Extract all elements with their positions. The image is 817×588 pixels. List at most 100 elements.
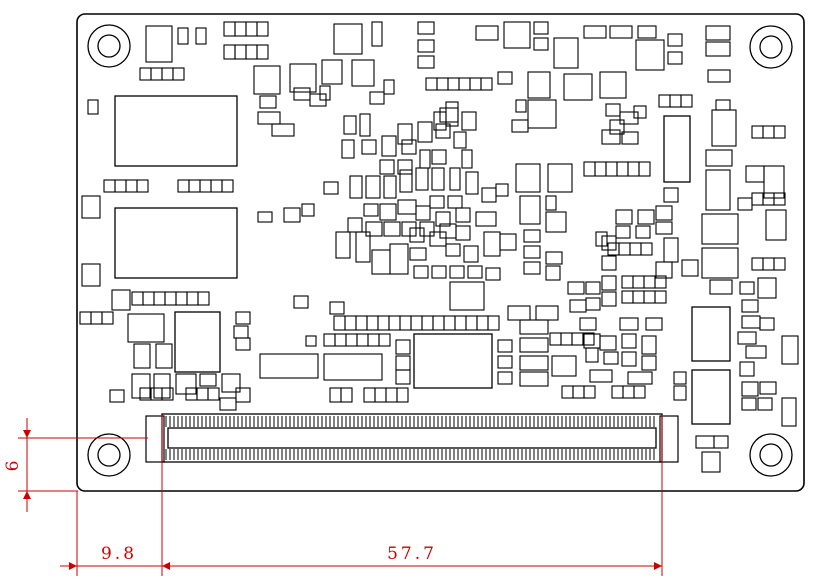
smd-component: [343, 115, 357, 135]
smd-component: [563, 73, 593, 101]
dimension-vertical-label: 6: [3, 461, 23, 472]
resistor-array-cell: [595, 231, 608, 247]
resistor-array-cell: [223, 44, 236, 60]
smd-component: [481, 187, 497, 203]
smd-component: [475, 25, 499, 41]
smd-component: [527, 99, 557, 129]
smd-component: [417, 21, 435, 35]
resistor-array-cell: [333, 315, 346, 331]
smd-component: [389, 243, 409, 275]
smd-component: [499, 233, 517, 251]
resistor-array-cell: [773, 125, 786, 139]
smd-component: [759, 381, 777, 395]
resistor-array-cell: [245, 44, 258, 60]
smd-component: [455, 225, 471, 241]
smd-component: [497, 371, 513, 385]
resistor-array-cell: [583, 161, 596, 177]
smd-component: [711, 109, 737, 147]
mounting-hole-bottom-left: [87, 433, 131, 477]
smd-component: [741, 381, 759, 397]
mounting-hole-bottom-right: [749, 433, 793, 477]
dimension-left-offset-label: 9.8: [101, 544, 137, 564]
smd-component: [533, 21, 549, 35]
resistor-array-cell: [396, 387, 409, 403]
smd-component: [603, 351, 619, 365]
smd-component: [195, 27, 207, 45]
resistor-array-cell: [618, 242, 631, 256]
resistor-array-cell: [638, 161, 651, 177]
resistor-array-cell: [571, 332, 584, 346]
smd-component: [431, 167, 445, 191]
mounting-hole-top-left: [87, 24, 131, 68]
smd-component: [401, 221, 417, 237]
resistor-array-cell: [256, 21, 269, 37]
resistor-array-cell: [142, 291, 155, 306]
smd-component: [221, 373, 241, 393]
smd-component: [347, 217, 363, 233]
resistor-array-cell: [175, 291, 188, 306]
resistor-array-cell: [762, 125, 775, 139]
resistor-array-cell: [458, 77, 471, 91]
smd-component: [609, 119, 625, 135]
smd-component: [515, 99, 527, 113]
smd-component: [111, 289, 131, 311]
smd-component: [465, 171, 479, 195]
resistor-array-cell: [223, 21, 236, 37]
smd-component: [551, 355, 577, 377]
connector-latch-right: [659, 415, 679, 463]
smd-component: [515, 163, 541, 193]
resistor-array-cell: [136, 179, 149, 193]
smd-component: [701, 213, 739, 245]
resistor-array-cell: [345, 333, 358, 347]
smd-component: [417, 121, 433, 143]
smd-component: [599, 71, 627, 99]
inductor-2: [691, 369, 731, 425]
smd-component: [705, 25, 731, 41]
component-cluster: [81, 21, 799, 473]
resistor-array-cell: [199, 179, 212, 193]
smd-component: [131, 373, 151, 399]
smd-component: [397, 123, 413, 145]
resistor-array-cell: [114, 179, 127, 193]
smd-component: [569, 299, 587, 313]
smd-component: [415, 167, 429, 191]
smd-component: [737, 197, 753, 211]
smd-component: [545, 195, 557, 211]
smd-component: [127, 313, 165, 343]
smd-component: [663, 187, 679, 203]
resistor-array-cell: [355, 315, 368, 331]
smd-component: [589, 369, 613, 383]
resistor-array-cell: [344, 315, 357, 331]
resistor-array-cell: [323, 333, 336, 347]
smd-component: [601, 291, 617, 307]
smd-component: [739, 281, 755, 295]
smd-component: [199, 373, 217, 387]
resistor-array-cell: [90, 311, 103, 325]
resistor-array-cell: [399, 315, 412, 331]
smd-component: [371, 249, 391, 275]
smd-component: [409, 247, 427, 261]
resistor-array-cell: [616, 161, 629, 177]
smd-component: [419, 221, 435, 237]
smd-component: [449, 167, 461, 191]
resistor-array-cell: [561, 385, 574, 399]
smd-component: [109, 389, 125, 403]
smd-component: [257, 211, 273, 223]
smd-component: [365, 221, 383, 237]
resistor-array-cell: [196, 387, 209, 401]
smd-component: [707, 69, 731, 83]
smd-component: [599, 335, 617, 351]
smd-component: [667, 51, 683, 65]
smd-component: [371, 21, 383, 47]
smd-component: [583, 333, 601, 349]
smd-component: [467, 265, 483, 279]
smd-component: [673, 385, 687, 401]
resistor-array-cell: [131, 291, 144, 306]
smd-component: [449, 281, 485, 311]
resistor-array-cell: [103, 179, 116, 193]
smd-component: [673, 371, 687, 385]
resistor-array-cell: [582, 332, 595, 346]
smd-component: [329, 301, 345, 315]
resistor-array-cell: [621, 275, 634, 289]
resistor-array-cell: [487, 315, 500, 331]
